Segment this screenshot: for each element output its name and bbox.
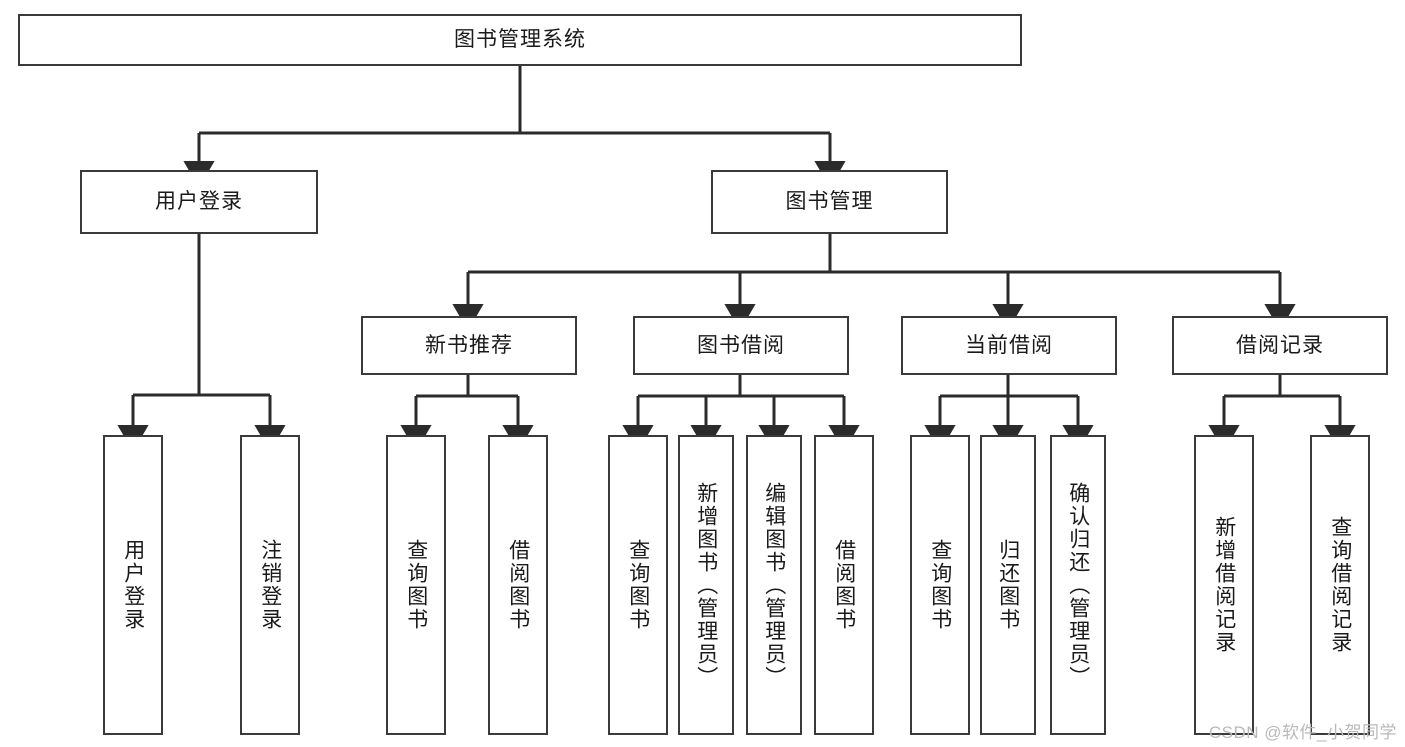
node-leaf-borrow-book-recommend[interactable]: 借阅图书 bbox=[488, 435, 548, 735]
node-leaf-user-login[interactable]: 用户登录 bbox=[103, 435, 163, 735]
node-leaf-query-book-borrow[interactable]: 查询图书 bbox=[608, 435, 668, 735]
node-leaf-query-book-current-label: 查询图书 bbox=[928, 539, 952, 631]
node-leaf-borrow-book-recommend-label: 借阅图书 bbox=[506, 539, 530, 631]
node-leaf-query-book-borrow-label: 查询图书 bbox=[626, 539, 650, 631]
node-leaf-add-book-admin[interactable]: 新增图书（管理员） bbox=[678, 435, 734, 735]
node-root-book-management-system[interactable]: 图书管理系统 bbox=[18, 14, 1022, 66]
node-book-management[interactable]: 图书管理 bbox=[711, 170, 948, 234]
node-leaf-add-borrow-record[interactable]: 新增借阅记录 bbox=[1194, 435, 1254, 735]
node-user-login[interactable]: 用户登录 bbox=[80, 170, 318, 234]
node-book-borrow-label: 图书借阅 bbox=[697, 333, 785, 357]
node-leaf-borrow-book[interactable]: 借阅图书 bbox=[814, 435, 874, 735]
node-new-book-recommend-label: 新书推荐 bbox=[425, 333, 513, 357]
node-leaf-borrow-book-label: 借阅图书 bbox=[832, 539, 856, 631]
node-leaf-user-login-label: 用户登录 bbox=[121, 539, 145, 631]
node-leaf-query-book-current[interactable]: 查询图书 bbox=[910, 435, 970, 735]
node-borrow-record[interactable]: 借阅记录 bbox=[1172, 316, 1388, 375]
node-leaf-logout-label: 注销登录 bbox=[258, 539, 282, 631]
node-borrow-record-label: 借阅记录 bbox=[1236, 333, 1324, 357]
node-leaf-confirm-return-admin-label: 确认归还（管理员） bbox=[1066, 481, 1090, 689]
node-leaf-confirm-return-admin[interactable]: 确认归还（管理员） bbox=[1050, 435, 1106, 735]
node-leaf-query-book-recommend-label: 查询图书 bbox=[404, 539, 428, 631]
node-leaf-add-borrow-record-label: 新增借阅记录 bbox=[1212, 516, 1236, 654]
node-leaf-add-book-admin-label: 新增图书（管理员） bbox=[694, 481, 718, 689]
node-leaf-edit-book-admin-label: 编辑图书（管理员） bbox=[762, 481, 786, 689]
node-new-book-recommend[interactable]: 新书推荐 bbox=[361, 316, 577, 375]
node-user-login-label: 用户登录 bbox=[155, 190, 243, 214]
node-current-borrow-label: 当前借阅 bbox=[965, 333, 1053, 357]
node-leaf-edit-book-admin[interactable]: 编辑图书（管理员） bbox=[746, 435, 802, 735]
node-leaf-query-borrow-record[interactable]: 查询借阅记录 bbox=[1310, 435, 1370, 735]
node-book-management-label: 图书管理 bbox=[785, 190, 874, 214]
node-leaf-query-borrow-record-label: 查询借阅记录 bbox=[1328, 516, 1352, 654]
node-leaf-return-book-label: 归还图书 bbox=[996, 539, 1020, 631]
node-book-borrow[interactable]: 图书借阅 bbox=[633, 316, 849, 375]
node-root-label: 图书管理系统 bbox=[454, 28, 586, 52]
node-leaf-return-book[interactable]: 归还图书 bbox=[980, 435, 1036, 735]
csdn-watermark: CSDN @软件_小贺同学 bbox=[1208, 723, 1397, 742]
node-leaf-logout[interactable]: 注销登录 bbox=[240, 435, 300, 735]
node-current-borrow[interactable]: 当前借阅 bbox=[901, 316, 1117, 375]
node-leaf-query-book-recommend[interactable]: 查询图书 bbox=[386, 435, 446, 735]
